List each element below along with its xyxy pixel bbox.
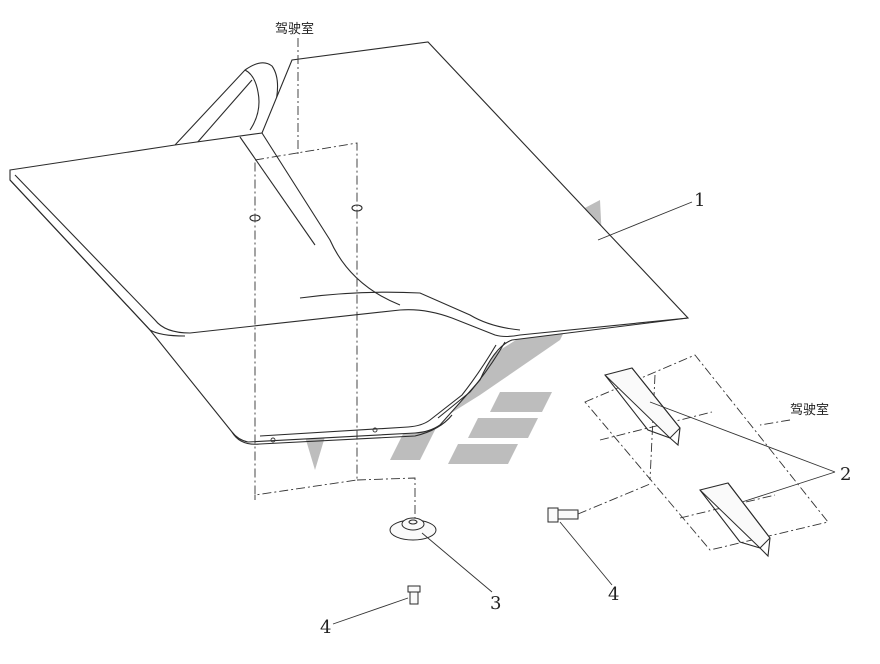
callout-3: 3	[490, 593, 501, 614]
callout-4-right: 4	[608, 584, 619, 605]
callout-2: 2	[840, 464, 851, 485]
center-line-cab-right	[759, 419, 791, 426]
leader-3	[421, 532, 493, 593]
leader-1	[597, 201, 693, 241]
bolt-part-4-right	[547, 507, 579, 523]
bolt-axis-right	[577, 483, 651, 515]
callout-4-left: 4	[320, 617, 331, 638]
leader-2b	[741, 471, 836, 503]
cab-label-right: 驾驶室	[790, 402, 829, 418]
leader-4-right	[559, 521, 613, 586]
callout-1: 1	[694, 190, 705, 211]
bolt-part-4-left	[407, 585, 421, 605]
mounting-frame	[254, 142, 416, 520]
leader-4-left	[332, 597, 409, 625]
cover-panel	[9, 41, 690, 445]
cab-label-top: 驾驶室	[275, 21, 314, 37]
grommet-part-3	[389, 517, 437, 541]
bracket-assembly	[584, 354, 829, 558]
leader-2a	[649, 401, 836, 473]
